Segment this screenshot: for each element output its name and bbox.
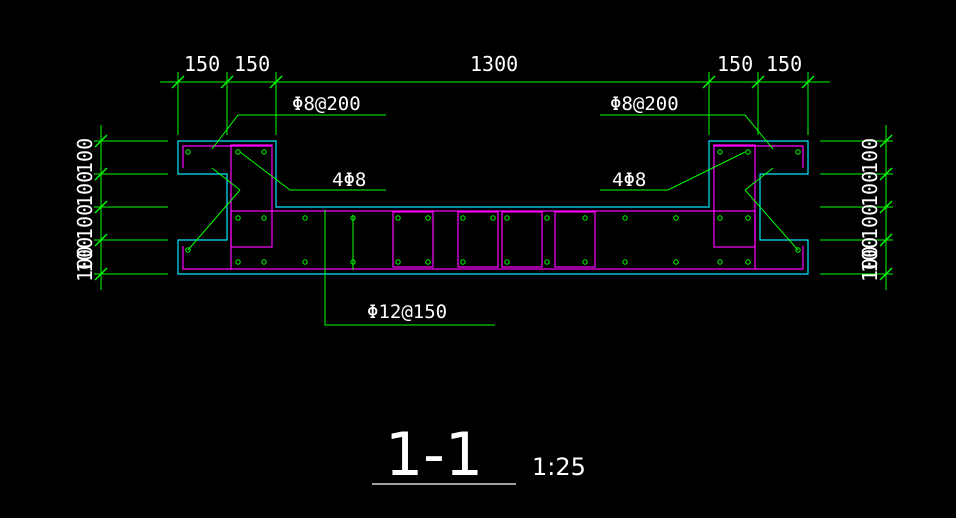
top-dimension-chain: 150 150 1300 150 150: [160, 52, 830, 135]
slab-tie-2: [457, 211, 499, 268]
left-dim-2: 100: [73, 171, 97, 207]
concrete-section-outline: [177, 140, 809, 275]
slab-tie-3: [501, 211, 543, 268]
left-flange-stirrup: [182, 145, 271, 168]
left-dimension-chain: 100 100 100 100 100: [73, 125, 168, 290]
right-dim-1: 100: [858, 138, 882, 174]
bottom-bars-label: Φ12@150: [367, 301, 447, 323]
left-dim-3: 100: [73, 204, 97, 240]
top-dim-1: 150: [184, 52, 220, 76]
slab-stirrup: [230, 210, 756, 270]
top-dim-3: 1300: [470, 52, 518, 76]
right-dimension-chain: 100 100 100 100 100: [820, 125, 893, 290]
right-bottom-stirrup: [755, 246, 804, 270]
section-title: 1-1: [385, 420, 483, 490]
left-column-stirrup: [230, 144, 273, 248]
right-dim-5: 100: [858, 246, 882, 282]
right-stirrup-label: Φ8@200: [610, 93, 679, 115]
leader-lines: [187, 114, 799, 326]
right-column-stirrup: [713, 144, 756, 248]
slab-tie-4: [554, 211, 596, 268]
right-dim-3: 100: [858, 204, 882, 240]
section-scale: 1:25: [532, 453, 586, 481]
top-dim-4: 150: [717, 52, 753, 76]
right-dim-2: 100: [858, 171, 882, 207]
left-bottom-stirrup: [182, 246, 231, 270]
right-corner-bars-label: 4Φ8: [612, 169, 646, 191]
rebar-dots: [185, 149, 801, 265]
left-corner-bars-label: 4Φ8: [332, 169, 366, 191]
left-stirrup-label: Φ8@200: [292, 93, 361, 115]
left-dim-1: 100: [73, 138, 97, 174]
stirrups: [182, 144, 804, 270]
top-dim-2: 150: [234, 52, 270, 76]
left-dim-4: 100: [73, 237, 97, 273]
right-flange-stirrup: [714, 145, 804, 168]
slab-tie-1: [392, 211, 434, 268]
top-dim-5: 150: [766, 52, 802, 76]
slab-vertical-bars: [324, 210, 354, 270]
left-dim-5: 100: [73, 246, 97, 282]
right-dim-4: 100: [858, 237, 882, 273]
